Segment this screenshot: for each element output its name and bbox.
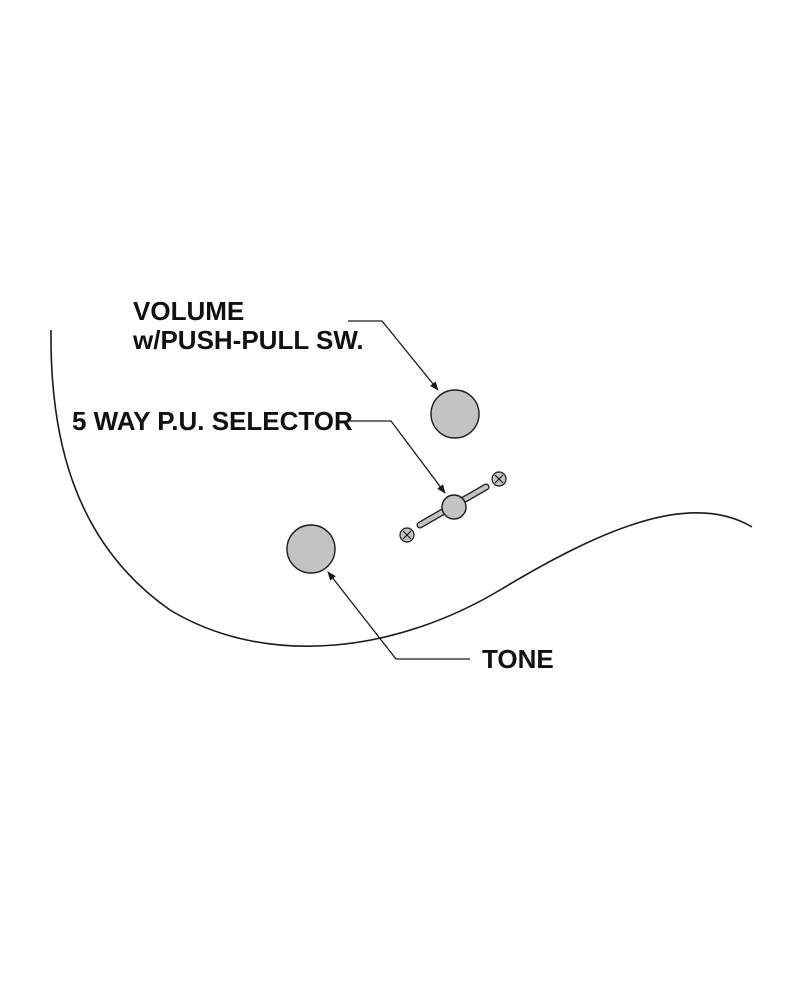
volume-knob [430,389,480,439]
volume-label: VOLUME [133,296,244,326]
pickup-selector-switch [399,471,507,543]
tone-leader-arrow [327,571,470,660]
mounting-screw-icon [491,471,507,487]
selector-leader-arrow [350,420,446,494]
body-outline [50,329,753,647]
mounting-screw-icon [399,527,415,543]
tone-knob [286,524,336,574]
tone-label: TONE [482,644,554,674]
volume-leader-arrow [348,320,439,391]
selector-label: 5 WAY P.U. SELECTOR [72,406,353,436]
selector-knob [441,494,467,520]
volume-sublabel: w/PUSH-PULL SW. [132,325,364,355]
